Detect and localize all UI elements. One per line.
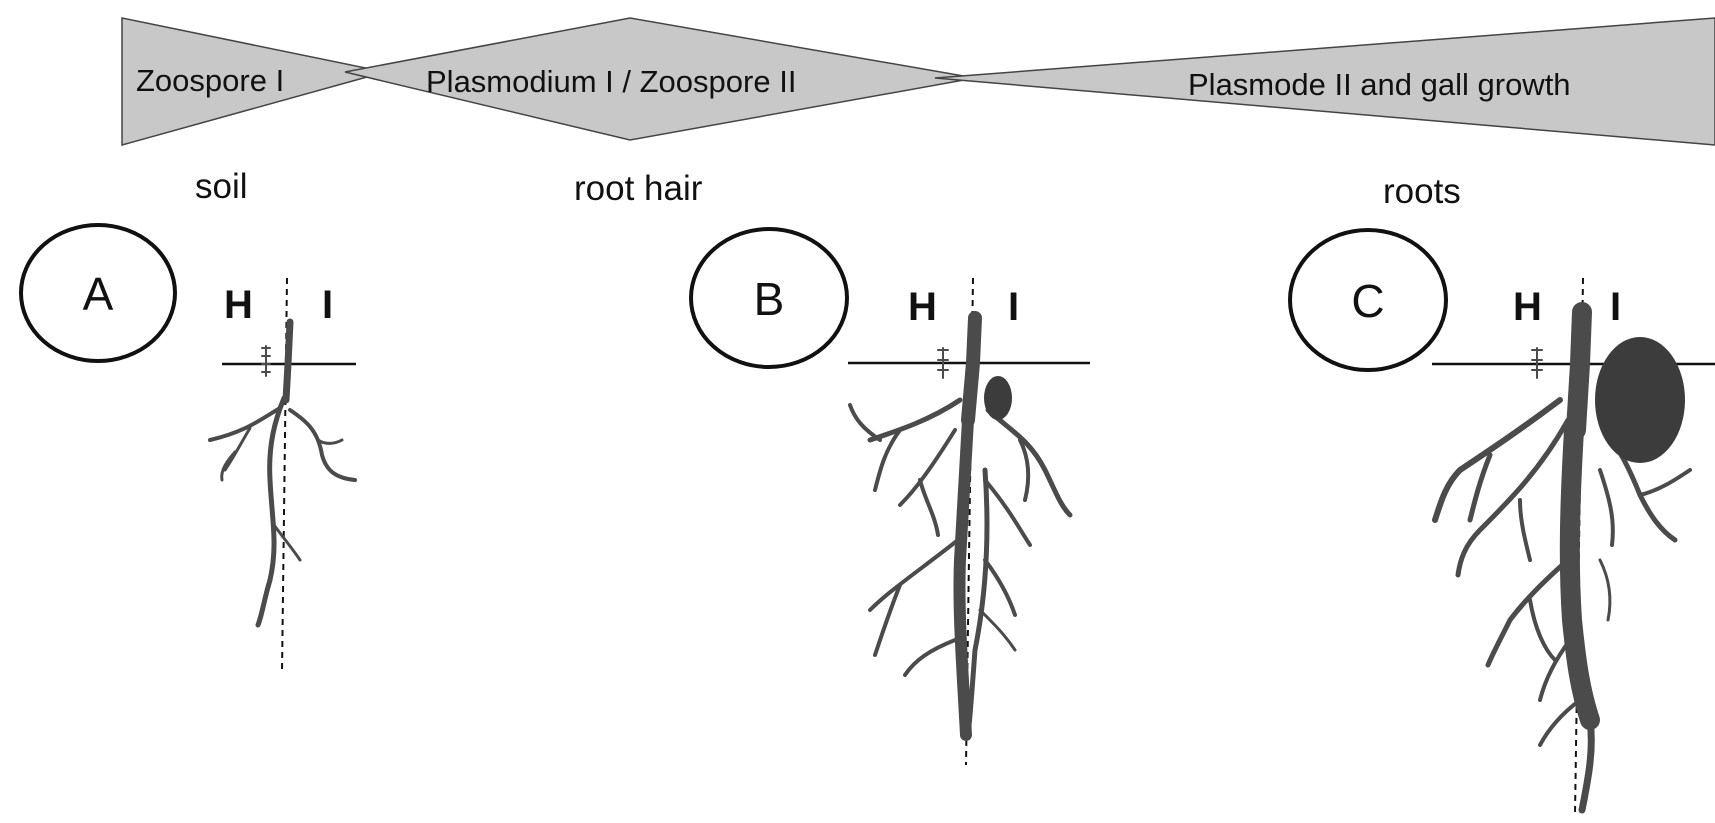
healthy-label: H xyxy=(1513,285,1542,329)
stage-label-zoospore-1: Zoospore I xyxy=(136,63,284,98)
location-label-root-hair: root hair xyxy=(574,169,703,208)
healthy-label: H xyxy=(224,283,253,327)
panel-letter: C xyxy=(1351,275,1384,327)
healthy-label: H xyxy=(908,285,937,329)
location-label-roots: roots xyxy=(1383,172,1461,211)
stage-label-plasmodium-1: Plasmodium I / Zoospore II xyxy=(426,64,796,99)
gall xyxy=(984,376,1012,420)
root-system xyxy=(1435,400,1690,810)
gall xyxy=(1595,337,1685,463)
infected-label: I xyxy=(1610,285,1621,329)
stage-banner: Zoospore I Plasmodium I / Zoospore II Pl… xyxy=(122,18,1715,145)
location-label-soil: soil xyxy=(195,167,248,206)
panel-letter: A xyxy=(83,268,114,320)
panel-a: A H I xyxy=(21,225,356,672)
infected-label: I xyxy=(1008,285,1019,329)
panel-c: C H I xyxy=(1290,230,1715,815)
panel-letter: B xyxy=(754,273,785,325)
root-system xyxy=(850,400,1070,735)
stage-label-plasmode-2: Plasmode II and gall growth xyxy=(1188,67,1571,102)
panel-b: B H I xyxy=(691,229,1090,765)
infected-label: I xyxy=(322,283,333,327)
